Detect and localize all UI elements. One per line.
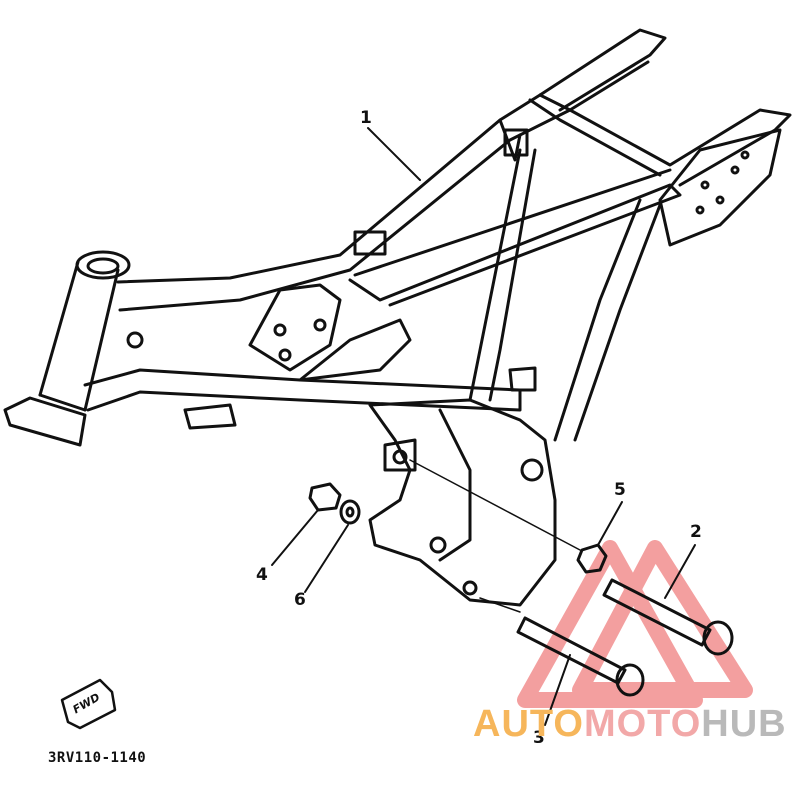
watermark-text: AUTOMOTOHUB [473,703,787,746]
pivot-bracket [368,398,557,607]
steering-head-tube [38,260,120,412]
leader-line-5 [597,501,623,546]
leader-line-1 [367,127,421,181]
watermark-hub: HUB [701,703,787,745]
backbone-upper [116,28,667,284]
leader-line-3 [544,654,571,726]
frame-main [3,28,792,607]
bolt-3 [516,616,645,697]
fwd-arrow-icon [60,678,117,730]
callout-2: 2 [690,522,702,542]
watermark-auto: AUTO [473,703,584,745]
callout-4: 4 [256,565,268,585]
watermark-triangle-logo [517,540,753,708]
part-code: 3RV110-1140 [48,750,147,766]
callout-5: 5 [614,480,626,500]
washer-6 [339,499,361,525]
callout-3: 3 [533,728,545,748]
nut-4 [308,482,342,512]
bolt-2 [602,578,734,656]
leader-line-6 [304,524,349,593]
down-tube [83,368,522,412]
leader-line-2 [664,544,696,599]
leader-line-4 [271,509,319,566]
watermark-moto: MOTO [583,703,702,745]
callout-6: 6 [294,590,306,610]
callout-1: 1 [360,108,372,128]
